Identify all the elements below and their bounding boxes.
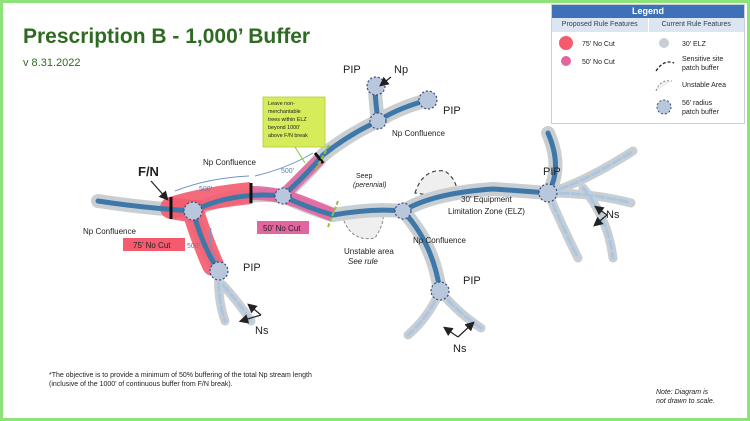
legend-header: Legend <box>552 5 744 18</box>
callout-line-3: trees within ELZ <box>268 117 307 123</box>
legend-radius-label-1: 56’ radius <box>682 100 713 107</box>
legend-radius-swatch <box>656 99 672 115</box>
footnote-line-2: (inclusive of the 1000’ of continuous bu… <box>49 381 233 388</box>
legend-radius-label-2: patch buffer <box>682 109 720 116</box>
legend-nocut75-swatch <box>559 36 573 50</box>
dimension-arcs <box>174 152 314 262</box>
unstable-line-1: Unstable area <box>344 247 394 256</box>
seep-line-1: Seep <box>356 173 372 180</box>
legend-elz-swatch <box>659 38 669 48</box>
dim-500-b: 500’ <box>281 168 295 175</box>
box-75-label: 75’ No Cut <box>133 241 171 250</box>
box-50-bg <box>257 221 309 234</box>
scale-note-line-1: Note: Diagram is <box>656 389 709 396</box>
scale-note: Note: Diagram is not drawn to scale. <box>656 388 715 406</box>
np-confluence-left: Np Confluence <box>83 227 136 236</box>
dim-500-a: 500’ <box>199 186 213 193</box>
callout-box: Leave non- merchantable trees within ELZ… <box>262 96 326 164</box>
elz-line-1: 30’ Equipment <box>461 195 513 204</box>
legend-nocut75-label: 75’ No Cut <box>582 41 615 48</box>
pip-label-right: PIP <box>543 166 561 178</box>
ns-label-right: Ns <box>606 209 620 221</box>
np-confluence-top: Np Confluence <box>392 129 445 138</box>
pip-label-top: PIP <box>343 64 361 76</box>
legend-elz-label: 30’ ELZ <box>682 41 707 48</box>
footnote-line-1: *The objective is to provide a minimum o… <box>49 372 312 379</box>
unstable-line-2: See rule <box>348 257 378 266</box>
pip-label-left: PIP <box>243 262 261 274</box>
callout-line-1: Leave non- <box>268 101 295 107</box>
page-title: Prescription B - 1,000’ Buffer <box>23 25 311 48</box>
fn-label: F/N <box>138 164 159 179</box>
stream-diagram: Leave non- merchantable trees within ELZ… <box>83 64 638 355</box>
legend-col-proposed: Proposed Rule Features <box>552 18 648 32</box>
pip-label-mid: PIP <box>463 275 481 287</box>
stream-lines <box>95 83 558 294</box>
ns-label-left: Ns <box>255 325 269 337</box>
callout-line-5: above F/N break <box>268 133 308 139</box>
seep-line-2: (perennial) <box>353 182 386 189</box>
callout-line-2: merchantable <box>268 109 301 115</box>
break-ticks <box>169 152 325 219</box>
legend-subheader: Proposed Rule Features Current Rule Feat… <box>552 18 744 32</box>
legend-symbols: 75’ No Cut 50’ No Cut 30’ ELZ Sensitive … <box>559 36 726 116</box>
legend-sensitive-label-1: Sensitive site <box>682 56 723 63</box>
elz-line-2: Limitation Zone (ELZ) <box>448 207 525 216</box>
legend-unstable-swatch <box>655 80 673 92</box>
patch-buffers <box>183 76 558 301</box>
callout-line-4: beyond 1000’ <box>268 125 300 131</box>
legend-panel: Legend Proposed Rule Features Current Ru… <box>551 4 745 124</box>
np-confluence-right: Np Confluence <box>413 236 466 245</box>
legend-col-current: Current Rule Features <box>647 18 744 32</box>
pip-label-top2: PIP <box>443 105 461 117</box>
legend-nocut50-label: 50’ No Cut <box>582 59 615 66</box>
footnote: *The objective is to provide a minimum o… <box>49 371 312 389</box>
box-75-bg <box>123 238 185 251</box>
break-ticks-green <box>314 144 339 228</box>
np-confluence-mid: Np Confluence <box>203 158 256 167</box>
legend-sensitive-swatch <box>655 61 675 72</box>
ns-label-mid: Ns <box>453 343 467 355</box>
dim-500-c: 500’ <box>187 243 201 250</box>
legend-unstable-label: Unstable Area <box>682 82 726 89</box>
box-50-label: 50’ No Cut <box>263 224 301 233</box>
legend-sensitive-label-2: patch buffer <box>682 65 720 72</box>
arrows <box>150 76 608 338</box>
legend-nocut50-swatch <box>561 56 571 66</box>
scale-note-line-2: not drawn to scale. <box>656 398 715 405</box>
np-label-top: Np <box>394 64 408 76</box>
version-label: v 8.31.2022 <box>23 57 81 69</box>
